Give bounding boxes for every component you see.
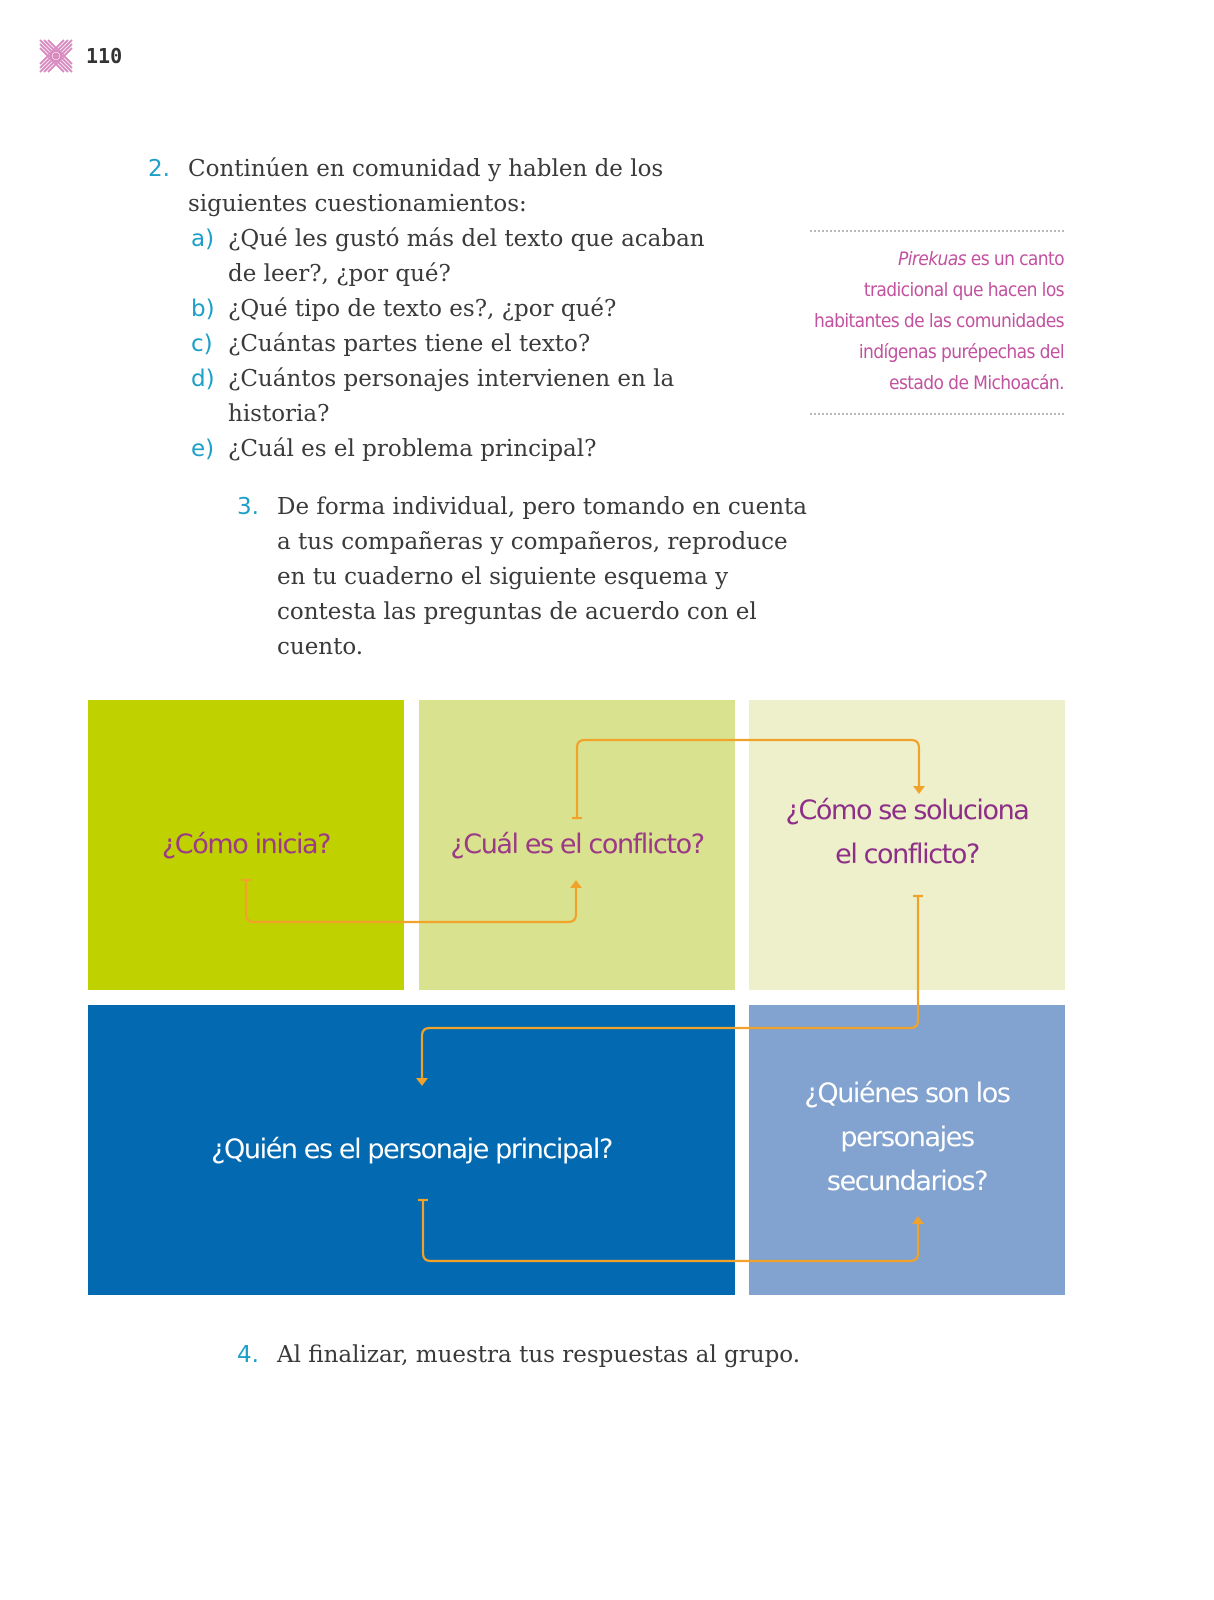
decorative-emblem-icon bbox=[39, 39, 73, 73]
page-header: 110 bbox=[38, 38, 122, 74]
question-c: c) ¿Cuántas partes tiene el texto? bbox=[191, 327, 781, 362]
side-note-italic: Pirekuas bbox=[898, 248, 967, 270]
arrowhead-down bbox=[416, 1078, 428, 1086]
story-scheme: ¿Cómo inicia? ¿Cuál es el conflicto? ¿Có… bbox=[80, 700, 1092, 1312]
arrow-start-to-conflict bbox=[244, 880, 578, 924]
arrow-conflict-to-solution bbox=[575, 738, 921, 818]
question-letter: d) bbox=[191, 366, 215, 392]
arrow-main-to-secondary bbox=[421, 1200, 920, 1263]
activity-4-text: Al finalizar, muestra tus respuestas al … bbox=[277, 1342, 801, 1368]
activity-4-number: 4. bbox=[237, 1342, 259, 1368]
activity-2: 2. Continúen en comunidad y hablen de lo… bbox=[148, 152, 788, 222]
question-text: ¿Qué les gustó más del texto que acaban … bbox=[228, 226, 705, 287]
question-text: ¿Qué tipo de texto es?, ¿por qué? bbox=[228, 296, 617, 322]
activity-2-text: Continúen en comunidad y hablen de los s… bbox=[188, 156, 664, 217]
activity-3: 3. De forma individual, pero tomando en … bbox=[237, 490, 877, 665]
side-note-text: es un canto tradicional que hacen los ha… bbox=[814, 248, 1065, 394]
arrowhead-down bbox=[913, 786, 925, 794]
question-letter: a) bbox=[191, 226, 215, 252]
question-text: ¿Cuántas partes tiene el texto? bbox=[228, 331, 591, 357]
scheme-box-secondary-characters: ¿Quiénes son los personajes secundarios? bbox=[749, 1005, 1065, 1295]
arrowhead-up bbox=[570, 880, 582, 888]
question-letter: c) bbox=[191, 331, 213, 357]
arrowhead-up bbox=[912, 1216, 924, 1224]
question-text: ¿Cuál es el problema principal? bbox=[228, 436, 597, 462]
scheme-arrows bbox=[241, 738, 925, 1263]
question-e: e) ¿Cuál es el problema principal? bbox=[191, 432, 781, 467]
scheme-box-secondary-characters-label: ¿Quiénes son los personajes secundarios? bbox=[804, 1078, 1011, 1197]
page-number: 110 bbox=[86, 44, 123, 68]
scheme-box-conflict-label: ¿Cuál es el conflicto? bbox=[450, 829, 705, 860]
question-letter: b) bbox=[191, 296, 215, 322]
question-a: a) ¿Qué les gustó más del texto que acab… bbox=[191, 222, 781, 292]
scheme-box-solution: ¿Cómo se soluciona el conflicto? bbox=[749, 700, 1065, 990]
scheme-box-main-character: ¿Quién es el personaje principal? bbox=[88, 1005, 735, 1295]
activity-3-number: 3. bbox=[237, 494, 259, 520]
scheme-box-main-character-label: ¿Quién es el personaje principal? bbox=[211, 1134, 613, 1165]
side-note: Pirekuas es un canto tradicional que hac… bbox=[810, 230, 1065, 415]
question-d: d) ¿Cuántos personajes intervienen en la… bbox=[191, 362, 781, 432]
question-b: b) ¿Qué tipo de texto es?, ¿por qué? bbox=[191, 292, 781, 327]
question-letter: e) bbox=[191, 436, 215, 462]
scheme-box-conflict: ¿Cuál es el conflicto? bbox=[419, 700, 735, 990]
activity-4: 4. Al finalizar, muestra tus respuestas … bbox=[237, 1338, 937, 1373]
arrow-solution-to-main bbox=[420, 896, 920, 1080]
scheme-box-start-label: ¿Cómo inicia? bbox=[161, 829, 332, 860]
question-text: ¿Cuántos personajes intervienen en la hi… bbox=[228, 366, 675, 427]
scheme-box-start: ¿Cómo inicia? bbox=[88, 700, 404, 990]
activity-2-number: 2. bbox=[148, 156, 170, 182]
activity-3-text: De forma individual, pero tomando en cue… bbox=[277, 494, 807, 660]
scheme-box-solution-label: ¿Cómo se soluciona el conflicto? bbox=[785, 795, 1030, 870]
